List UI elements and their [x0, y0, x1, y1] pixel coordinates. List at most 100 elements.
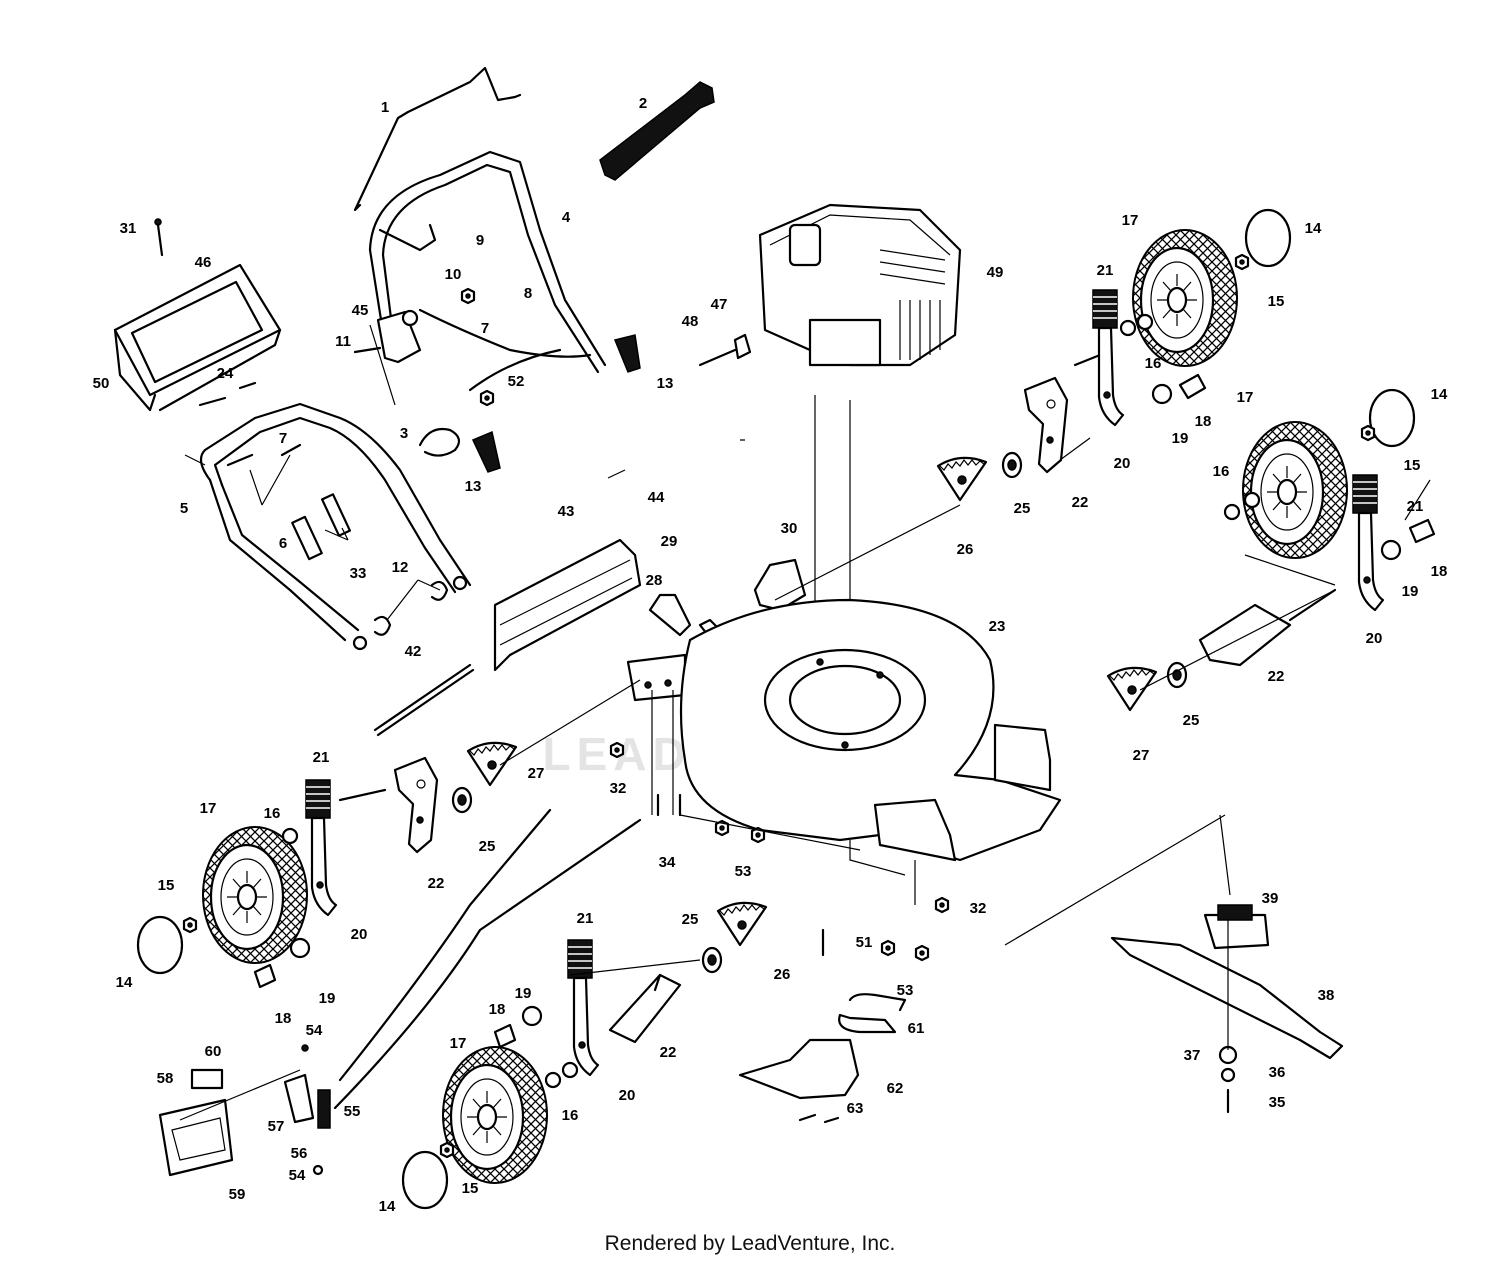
callout-label: 62: [887, 1080, 904, 1097]
callout-label: 30: [781, 520, 798, 537]
callout-label: 36: [1269, 1064, 1286, 1081]
callout-label: 21: [1097, 262, 1114, 279]
callout-label: 43: [558, 503, 575, 520]
callout-label: 25: [682, 911, 699, 928]
callout-label: 18: [489, 1001, 506, 1018]
callout-label: 14: [379, 1198, 396, 1215]
callout-label: 34: [659, 854, 676, 871]
callout-label: 53: [735, 863, 752, 880]
callout-label: 17: [200, 800, 217, 817]
callout-label: 25: [479, 838, 496, 855]
callout-label: 20: [619, 1087, 636, 1104]
callout-label: 45: [352, 302, 369, 319]
callout-label: 44: [648, 489, 665, 506]
footer-credit: Rendered by LeadVenture, Inc.: [604, 1232, 896, 1255]
callout-label: 16: [1145, 355, 1162, 372]
callout-label: 1: [381, 99, 389, 116]
callout-label: 22: [1072, 494, 1089, 511]
callout-label: 26: [957, 541, 974, 558]
callout-label: 19: [1402, 583, 1419, 600]
callout-label: 63: [847, 1100, 864, 1117]
callout-label: 7: [481, 320, 489, 337]
callout-label: 2: [639, 95, 647, 112]
callout-label: 15: [1404, 457, 1421, 474]
callout-label: 49: [987, 264, 1004, 281]
callout-label: 21: [1407, 498, 1424, 515]
callout-label: 7: [279, 430, 287, 447]
callout-label: 20: [1366, 630, 1383, 647]
callout-label: 32: [610, 780, 627, 797]
callout-label: 18: [1431, 563, 1448, 580]
callout-label: 51: [856, 934, 873, 951]
callout-label: 17: [1237, 389, 1254, 406]
callout-label: 21: [313, 749, 330, 766]
callout-label: 54: [289, 1167, 306, 1184]
callout-label: 27: [528, 765, 545, 782]
callout-label: 14: [1305, 220, 1322, 237]
callout-label: 24: [217, 365, 234, 382]
parts-artwork: [113, 66, 1436, 1210]
callout-label: 27: [1133, 747, 1150, 764]
callout-label: 11: [335, 333, 351, 350]
callout-label: 15: [158, 877, 175, 894]
callout-label: 23: [989, 618, 1006, 635]
callout-label: 15: [462, 1180, 479, 1197]
callout-label: 35: [1269, 1094, 1286, 1111]
callout-label: 57: [268, 1118, 285, 1135]
callout-label: 31: [120, 220, 137, 237]
callout-label: 17: [450, 1035, 467, 1052]
callout-label: 56: [291, 1145, 308, 1162]
callout-label: 37: [1184, 1047, 1201, 1064]
callout-label: 21: [577, 910, 594, 927]
callout-label: 46: [195, 254, 212, 271]
callout-label: 16: [562, 1107, 579, 1124]
callout-label: 15: [1268, 293, 1285, 310]
callout-label: 48: [682, 313, 699, 330]
callout-label: 26: [774, 966, 791, 983]
callout-label: 19: [319, 990, 336, 1007]
callout-label: 13: [465, 478, 482, 495]
callout-label: 53: [897, 982, 914, 999]
callout-label: 20: [351, 926, 368, 943]
callout-label: 28: [646, 572, 663, 589]
callout-label: 32: [970, 900, 987, 917]
callout-label: 58: [157, 1070, 174, 1087]
callout-label: 50: [93, 375, 110, 392]
callout-label: 25: [1014, 500, 1031, 517]
callout-label: 42: [405, 643, 422, 660]
callout-label: 5: [180, 500, 188, 517]
callout-label: 4: [562, 209, 571, 226]
callout-label: 9: [476, 232, 484, 249]
callout-label: 55: [344, 1103, 361, 1120]
callout-label: 16: [264, 805, 281, 822]
callout-label: 18: [275, 1010, 292, 1027]
callout-label: 29: [661, 533, 678, 550]
callout-label: 22: [1268, 668, 1285, 685]
callout-label: 18: [1195, 413, 1212, 430]
callout-label: 20: [1114, 455, 1131, 472]
callout-label: 60: [205, 1043, 222, 1060]
callout-label: 3: [400, 425, 408, 442]
callout-label: 25: [1183, 712, 1200, 729]
callout-label: 16: [1213, 463, 1230, 480]
callout-label: 14: [1431, 386, 1448, 403]
callout-label: 14: [116, 974, 133, 991]
callout-label: 52: [508, 373, 525, 390]
callout-label: 19: [515, 985, 532, 1002]
callout-label: 47: [711, 296, 728, 313]
callout-label: 8: [524, 285, 532, 302]
callout-label: 10: [445, 266, 462, 283]
callout-label: 22: [428, 875, 445, 892]
callout-label: 13: [657, 375, 674, 392]
callout-label: 59: [229, 1186, 246, 1203]
callout-label: 19: [1172, 430, 1189, 447]
callout-label: 12: [392, 559, 409, 576]
callout-label: 17: [1122, 212, 1139, 229]
callout-label: 22: [660, 1044, 677, 1061]
callout-label: 6: [279, 535, 287, 552]
callout-label: 39: [1262, 890, 1279, 907]
callout-label: 54: [306, 1022, 323, 1039]
callout-label: 33: [350, 565, 367, 582]
callout-label: 38: [1318, 987, 1335, 1004]
